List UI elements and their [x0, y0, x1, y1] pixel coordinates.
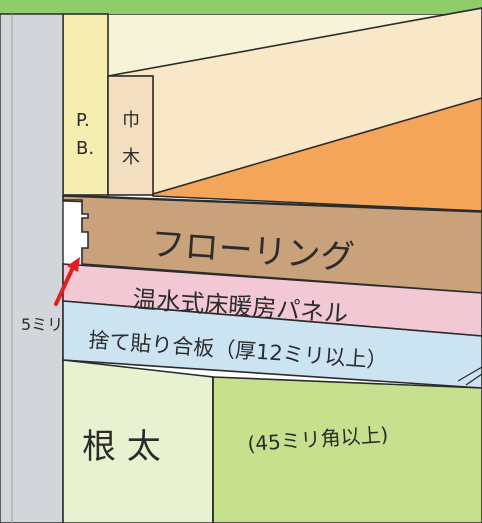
- pb-label-line1: P.: [76, 110, 90, 131]
- baseboard: [107, 75, 154, 196]
- gap-arrow-head: [67, 257, 80, 272]
- subfloor-plywood: [62, 300, 482, 389]
- gap-arrow-line: [54, 261, 77, 306]
- pb-board: [62, 13, 109, 196]
- joist-front: [62, 359, 214, 523]
- outer-wall: [0, 13, 64, 523]
- pb-label-line2: B.: [76, 138, 94, 159]
- right-edge-mark-1: [457, 366, 482, 382]
- gap-label: 5ミリ: [21, 315, 63, 334]
- baseboard-label-line2: 木: [122, 147, 140, 168]
- joist-label: 根 太: [82, 427, 161, 467]
- baseboard-label-line1: 巾: [122, 110, 140, 131]
- flooring-board: [62, 195, 482, 294]
- right-edge-mark-2: [465, 373, 482, 386]
- top-band: [0, 0, 482, 14]
